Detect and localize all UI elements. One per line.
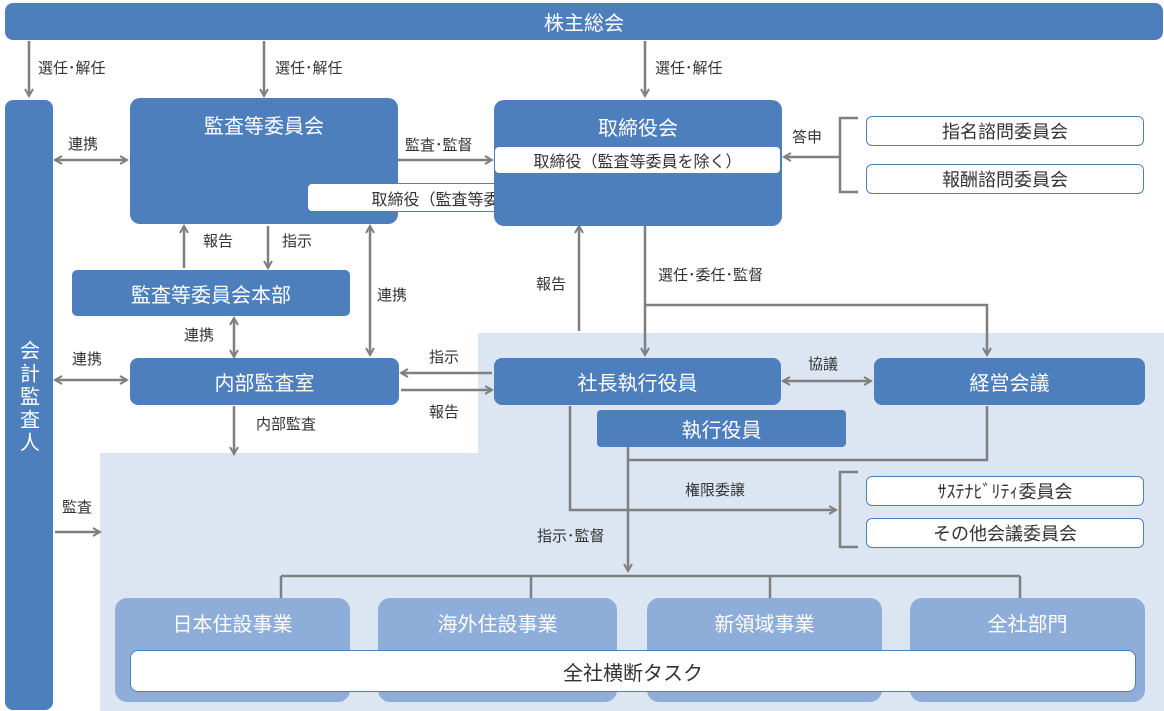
label-elect-dismiss-1: 選任･解任 [38,59,106,77]
president-executive-officer-label: 社長執行役員 [577,371,698,395]
label-report-answer: 答申 [792,128,823,146]
label-coop-2: 連携 [377,286,408,304]
label-report-1: 報告 [203,232,234,250]
director-non-audit-label: 取締役（監査等委員を除く） [533,152,742,171]
president-executive-officer[interactable]: 社長執行役員 [494,358,781,405]
label-instruct-supervise: 指示･監督 [537,527,605,545]
bracket-advisory [838,116,858,194]
label-report-2: 報告 [536,275,567,293]
director-audit-member-label: 取締役（監査等委員） [371,189,532,209]
accounting-auditor[interactable]: 会計監査人 [5,100,53,710]
sustainability-committee-label: ｻｽﾃﾅﾋﾞﾘﾃｨ委員会 [937,482,1073,503]
management-meeting[interactable]: 経営会議 [874,358,1145,405]
shareholders-meeting-label: 株主総会 [544,11,624,35]
audit-committee-hq[interactable]: 監査等委員会本部 [72,270,350,316]
line-management-exec [628,406,989,462]
audit-committee-hq-label: 監査等委員会本部 [131,282,291,307]
sustainability-committee[interactable]: ｻｽﾃﾅﾋﾞﾘﾃｨ委員会 [866,476,1144,506]
label-audit-supervise: 監査･監督 [405,136,473,154]
executive-officers-label: 執行役員 [681,418,762,442]
label-coop-4: 連携 [72,350,103,368]
company-wide-task-label: 全社横断タスク [563,660,703,685]
management-meeting-label: 経営会議 [969,371,1050,395]
label-instruct-1: 指示 [282,232,313,250]
label-elect-entrust-supervise: 選任･委任･監督 [658,266,764,284]
executive-officers[interactable]: 執行役員 [597,410,846,447]
label-elect-dismiss-2: 選任･解任 [275,59,343,77]
corporate-division-label: 全社部門 [987,612,1068,636]
arrow-delegation [568,406,836,510]
accounting-auditor-label: 会計監査人 [16,340,41,455]
company-wide-task[interactable]: 全社横断タスク [130,650,1136,692]
label-report-3: 報告 [429,403,460,421]
label-delegation: 権限委譲 [685,481,746,499]
biz-overseas-label: 海外住設事業 [437,612,558,636]
other-committees[interactable]: その他会議委員会 [866,518,1144,548]
biz-japan-label: 日本住設事業 [172,612,293,636]
nomination-committee-label: 指名諮問委員会 [942,122,1068,143]
audit-committee-label: 監査等委員会 [204,114,324,138]
label-elect-dismiss-3: 選任･解任 [655,59,723,77]
label-consult: 協議 [808,355,839,373]
label-instruct-2: 指示 [429,348,460,366]
label-audit: 監査 [62,498,93,516]
bracket-committees [838,470,858,549]
director-non-audit[interactable]: 取締役（監査等委員を除く） [494,146,781,174]
biz-new-domain-label: 新領域事業 [714,612,815,636]
compensation-committee-label: 報酬諮問委員会 [942,170,1068,191]
nomination-committee[interactable]: 指名諮問委員会 [866,116,1144,146]
shareholders-meeting[interactable]: 株主総会 [5,3,1163,40]
compensation-committee[interactable]: 報酬諮問委員会 [866,164,1144,194]
label-internal-audit: 内部監査 [256,415,317,433]
other-committees-label: その他会議委員会 [933,524,1077,545]
board-of-directors-label: 取締役会 [598,116,678,140]
label-coop-3: 連携 [184,326,215,344]
internal-audit-office-label: 内部監査室 [214,371,315,395]
arrow-board-management [645,303,987,355]
internal-audit-office[interactable]: 内部監査室 [130,358,399,405]
label-coop-auditor-committee: 連携 [68,135,99,153]
